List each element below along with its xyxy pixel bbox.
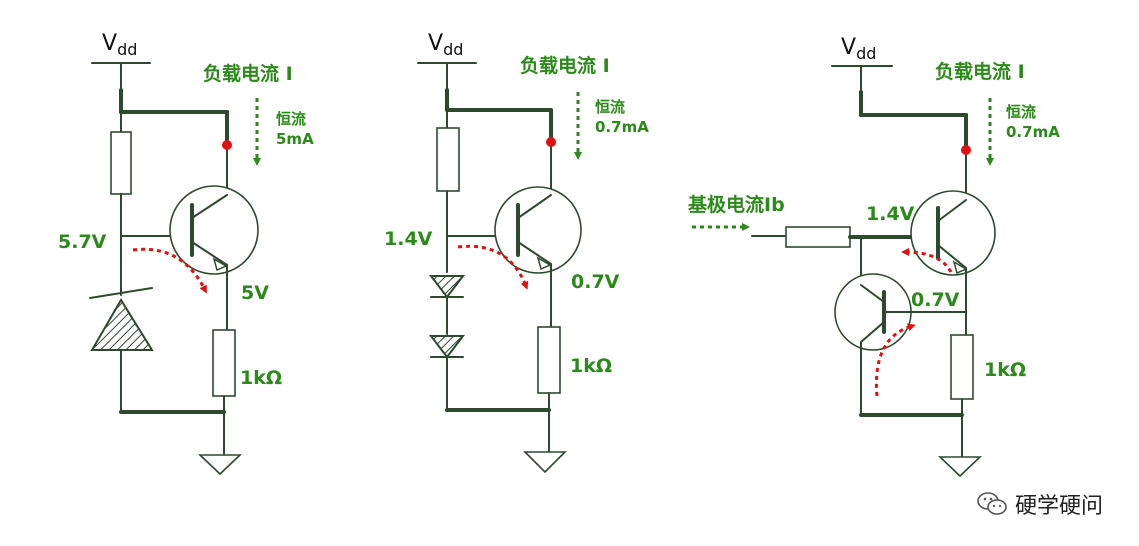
emitter-resistor [950,334,974,400]
zener-diode [90,298,154,351]
base-current-arrow [457,244,529,290]
vdd-label: Vdd [102,31,137,59]
circuit-1: Vdd 负载电流 I 恒流 5mA 5.7V 5V 1kΩ [58,31,314,476]
circuit-2: Vdd 负载电流 I 恒流 0.7mA 1.4V 0.7V [384,31,649,474]
current-node-dot [961,145,971,155]
emitter-resistor [537,326,561,394]
resistor-value: 1kΩ [570,355,612,377]
base-voltage: 5.7V [58,231,107,253]
emitter-voltage: 0.7V [571,271,620,293]
current-value: 0.7mA [595,118,649,136]
bias-resistor [436,127,460,192]
vdd-label: Vdd [841,35,876,63]
ground-symbol [937,456,983,478]
base-resistor [785,226,851,248]
load-current-label: 负载电流 I [203,62,293,85]
current-node-dot [546,137,556,147]
circuit-3: Vdd 负载电流 I 恒流 0.7mA 基极电流Ib [687,35,1060,478]
current-value: 5mA [276,130,314,148]
ground-symbol [197,454,243,476]
diode-2 [428,335,466,359]
diode-1 [428,275,466,299]
constant-current-label: 恒流 [1006,103,1036,121]
wechat-icon [977,492,1007,515]
load-current-label: 负载电流 I [935,60,1025,83]
current-value: 0.7mA [1006,123,1060,141]
base-voltage: 1.4V [384,228,433,250]
base-current-label: 基极电流Ib [687,193,785,216]
ground-symbol [523,451,567,474]
base-current-arrow [901,248,953,273]
transistor [910,190,996,276]
emitter-resistor [212,329,236,397]
vdd-label: Vdd [428,31,463,59]
load-current-label: 负载电流 I [520,54,610,77]
emitter-voltage: 5V [241,282,269,304]
resistor-value: 1kΩ [240,367,282,389]
base-current-arrow [132,247,207,294]
constant-current-label: 恒流 [276,110,306,128]
watermark-text: 硬学硬问 [1014,494,1103,519]
collector-current-arrow [874,323,916,397]
emitter-voltage: 0.7V [911,289,960,311]
base-voltage: 1.4V [866,203,915,225]
constant-current-label: 恒流 [595,98,625,116]
resistor-value: 1kΩ [984,359,1026,381]
current-node-dot [222,140,232,150]
bias-resistor [110,131,132,195]
watermark: 硬学硬问 [977,488,1103,520]
